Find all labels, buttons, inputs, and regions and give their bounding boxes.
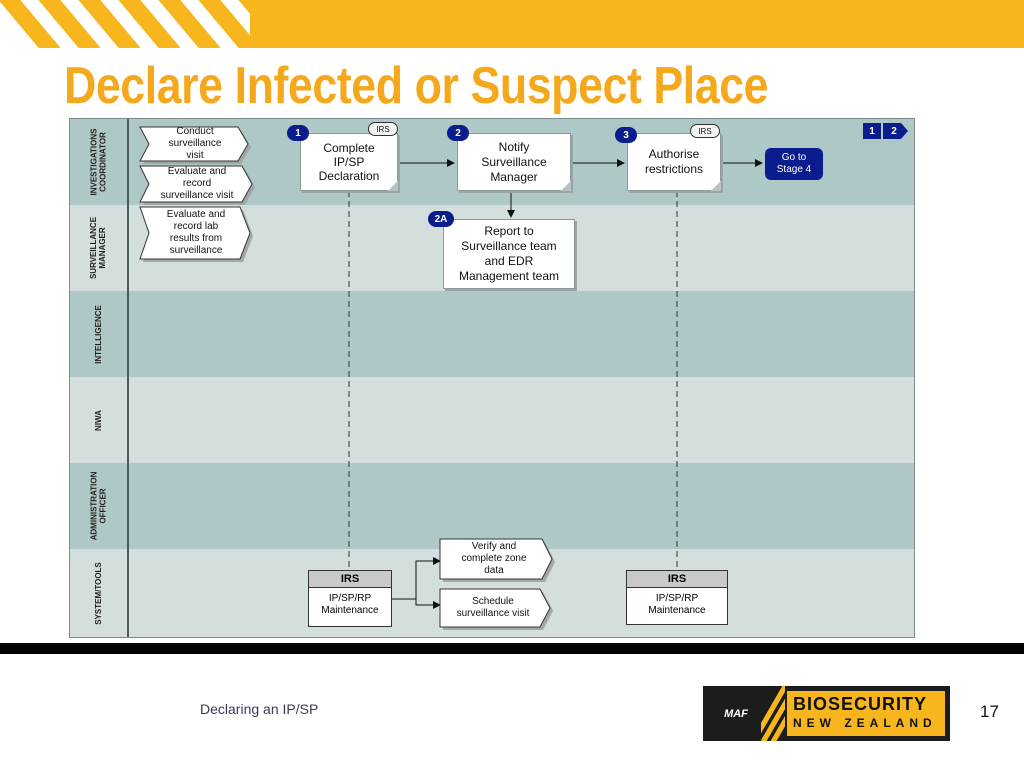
hazard-stripes bbox=[0, 0, 250, 48]
arrow-irs-to-verify bbox=[390, 557, 441, 600]
hazard-stripe-icon bbox=[761, 686, 785, 741]
lane-administration-officer bbox=[70, 463, 914, 549]
slide-title: Declare Infected or Suspect Place bbox=[64, 57, 769, 115]
step-badge: 2A bbox=[428, 211, 454, 227]
nav-stage-2-button[interactable]: 2 bbox=[891, 125, 897, 137]
lane-header-column bbox=[70, 119, 129, 637]
lane-intelligence bbox=[70, 291, 914, 377]
flow-connectors bbox=[348, 159, 763, 609]
logo-wordmark: BIOSECURITY NEW ZEALAND bbox=[787, 691, 945, 736]
maf-logo-icon: MAF bbox=[724, 708, 748, 720]
arrow-irs-to-schedule bbox=[390, 598, 441, 609]
irs-tag: IRS bbox=[690, 124, 720, 138]
step-badge: 1 bbox=[287, 125, 309, 141]
top-banner bbox=[0, 0, 1024, 48]
system-box-header: IRS bbox=[627, 571, 727, 588]
page-number: 17 bbox=[980, 702, 999, 721]
biosecurity-nz-logo: MAF BIOSECURITY NEW ZEALAND bbox=[703, 686, 950, 741]
system-box-header: IRS bbox=[309, 571, 391, 588]
step-badge: 3 bbox=[615, 127, 637, 143]
lane-niwa bbox=[70, 377, 914, 463]
nav-stage-1-button[interactable]: 1 bbox=[863, 123, 881, 139]
footer-text: Declaring an IP/SP bbox=[200, 701, 319, 717]
nav-stage-2-arrow-icon bbox=[883, 123, 908, 139]
footer-rule bbox=[0, 643, 1024, 654]
irs-tag: IRS bbox=[368, 122, 398, 136]
step-badge: 2 bbox=[447, 125, 469, 141]
